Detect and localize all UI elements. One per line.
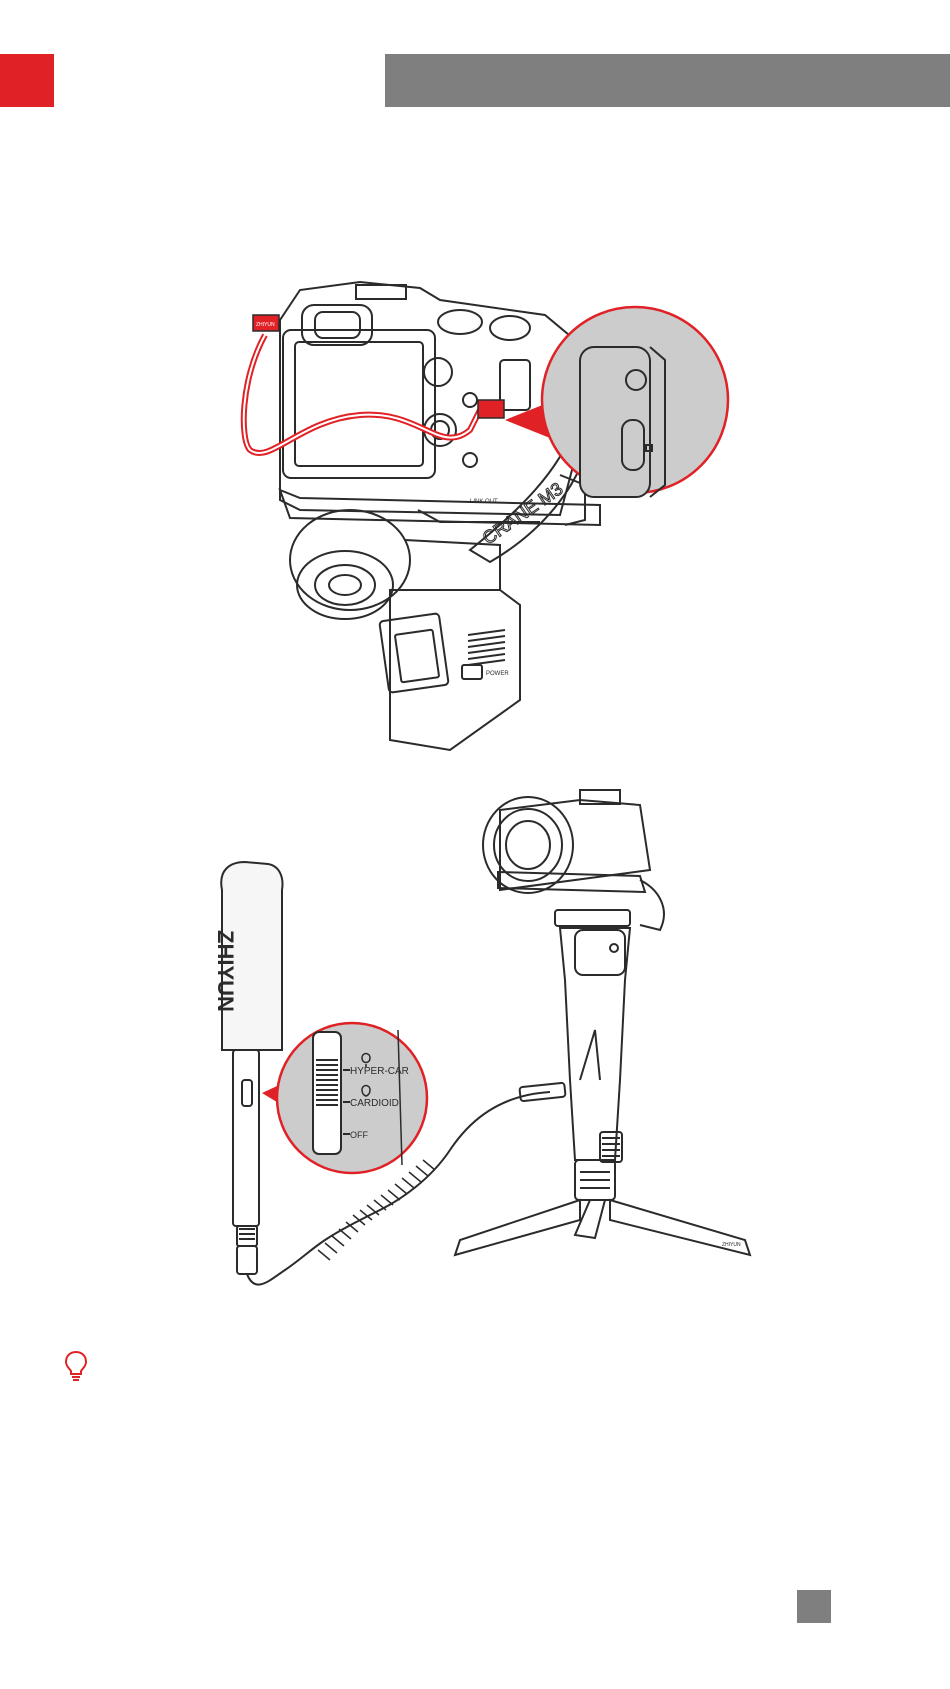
camera-on-gimbal bbox=[483, 790, 664, 930]
page-number-box bbox=[797, 1590, 831, 1623]
power-label: POWER bbox=[486, 671, 509, 677]
switch-label-hypercardioid: HYPER-CAR bbox=[350, 1066, 409, 1077]
mic-brand-label: ZHIYUN bbox=[213, 930, 238, 1012]
shotgun-mic: ZHIYUN bbox=[213, 862, 282, 1274]
tripod-brand-label: ZHIYUN bbox=[722, 1242, 741, 1248]
section-tab bbox=[0, 54, 54, 107]
cable-plug-label: ZHIYUN bbox=[256, 322, 275, 328]
link-out-label: LINK OUT bbox=[470, 499, 498, 505]
gimbal-handle: POWER bbox=[379, 590, 520, 750]
figure-camera-gimbal-cable: CRANE M3 LINK OUT POWER ZHIYUN bbox=[0, 260, 950, 760]
switch-label-off: OFF bbox=[350, 1130, 368, 1140]
figure-mic-gimbal: ZHIYUN HYPER-CAR CARDIOID OFF bbox=[0, 780, 950, 1320]
zoom-callout-mic-switch: HYPER-CAR CARDIOID OFF bbox=[262, 1023, 427, 1173]
tripod: ZHIYUN bbox=[455, 1200, 750, 1255]
header-bar bbox=[385, 54, 950, 107]
camera-body bbox=[280, 282, 580, 522]
zoom-callout-port bbox=[505, 307, 728, 497]
lightbulb-icon bbox=[64, 1350, 88, 1382]
switch-label-cardioid: CARDIOID bbox=[350, 1098, 399, 1109]
gimbal-handle-tripod bbox=[560, 928, 630, 1200]
